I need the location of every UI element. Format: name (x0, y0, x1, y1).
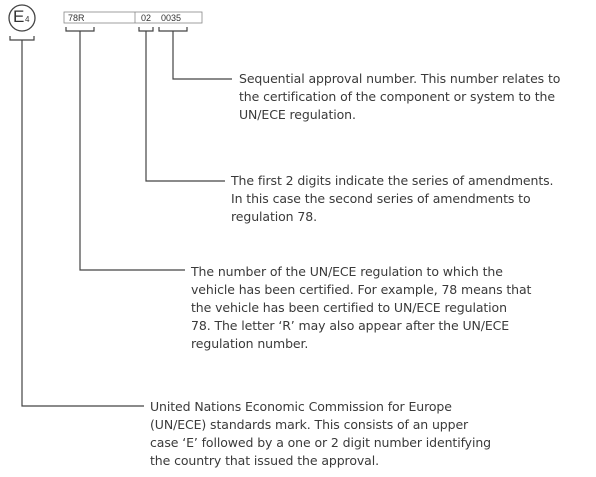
amendment-series: 02 (141, 13, 152, 23)
unece-description-line: United Nations Economic Commission for E… (150, 399, 452, 414)
e-mark-circle (8, 4, 36, 32)
sequential-description-line: Sequential approval number. This number … (239, 71, 561, 86)
e-mark-bracket (9, 36, 35, 41)
unece-description-line: case ‘E’ followed by a one or 2 digit nu… (150, 435, 492, 450)
e-letter: E (13, 7, 25, 26)
regulation-description: The number of the UN/ECE regulation to w… (191, 263, 531, 353)
unece-description-line: (UN/ECE) standards mark. This consists o… (150, 417, 469, 432)
regulation-description-line: the vehicle has been certified to UN/ECE… (191, 300, 507, 315)
unece-description: United Nations Economic Commission for E… (150, 398, 491, 470)
amendment-leader (145, 31, 225, 182)
sequential-bracket (158, 27, 188, 32)
amendment-description-line: In this case the second series of amendm… (231, 191, 531, 206)
amendment-description-line: regulation 78. (231, 209, 317, 224)
sequential-description: Sequential approval number. This number … (239, 70, 560, 124)
sequential-number: 0035 (161, 13, 182, 23)
sequential-description-line: UN/ECE regulation. (239, 107, 356, 122)
country-digit: 4 (25, 15, 30, 24)
approval-number-box (63, 11, 203, 24)
regulation-description-line: 78. The letter ‘R’ may also appear after… (191, 318, 510, 333)
amendment-bracket (138, 27, 154, 32)
regulation-bracket (65, 27, 95, 32)
sequential-description-line: the certification of the component or sy… (239, 89, 555, 104)
regulation-description-line: vehicle has been certified. For example,… (191, 282, 532, 297)
unece-leader (21, 40, 144, 407)
regulation-description-line: regulation number. (191, 336, 309, 351)
amendment-description: The first 2 digits indicate the series o… (231, 172, 554, 226)
amendment-description-line: The first 2 digits indicate the series o… (231, 173, 554, 188)
regulation-code: 78R (68, 13, 85, 23)
regulation-leader (79, 31, 185, 271)
sequential-leader (172, 31, 232, 80)
regulation-description-line: The number of the UN/ECE regulation to w… (191, 264, 503, 279)
unece-description-line: the country that issued the approval. (150, 453, 379, 468)
